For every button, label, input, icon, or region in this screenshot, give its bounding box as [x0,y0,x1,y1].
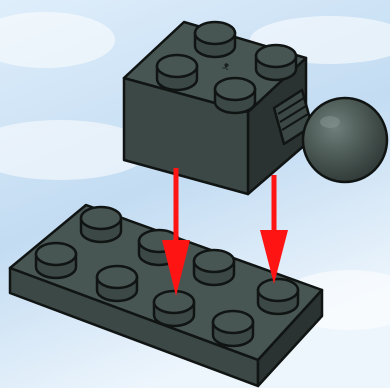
brick-stud [256,45,296,80]
plate-stud [154,291,194,326]
brick-stud [215,78,255,113]
plate-stud [36,243,76,278]
plate-stud [213,311,253,346]
plate-stud [194,250,234,285]
plate-stud [258,279,298,314]
plate-stud [81,207,121,242]
brick-stud [157,55,197,90]
ball-joint-ball [303,98,387,182]
plate-stud [97,266,137,301]
brick-stud [195,22,235,57]
